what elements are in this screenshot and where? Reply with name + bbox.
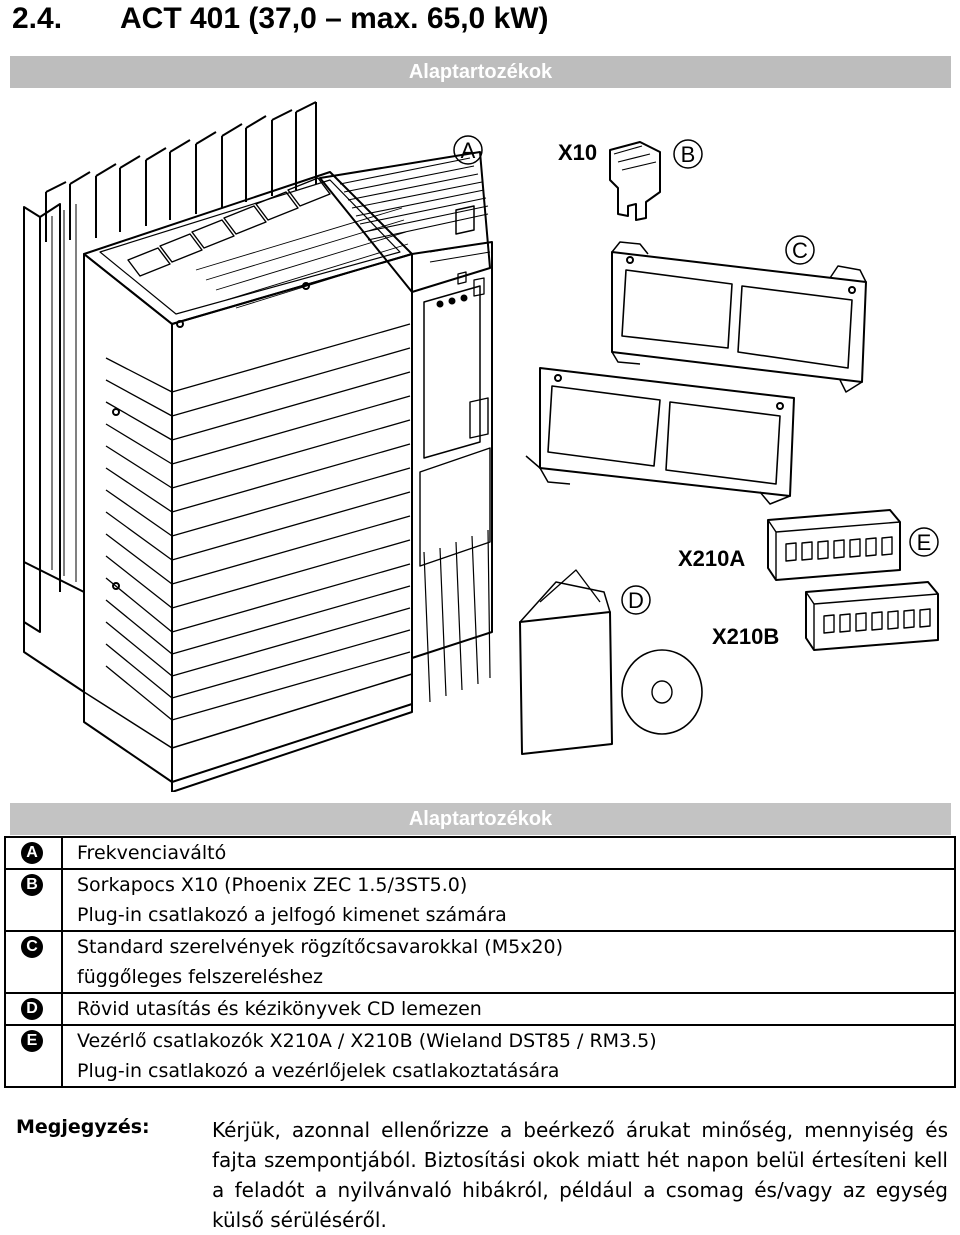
badge-b: B	[21, 874, 43, 896]
label-a-circle	[453, 135, 483, 165]
accessories-illustration: A X10 B C E X210A D X210B	[23, 101, 939, 792]
figure-label-e: E	[917, 530, 932, 555]
table-row: E Vezérlő csatlakozók X210A / X210B (Wie…	[4, 1024, 956, 1088]
accessory-line: Plug-in csatlakozó a jelfogó kimenet szá…	[77, 904, 507, 926]
label-c-circle	[785, 235, 815, 265]
badge-d: D	[21, 998, 43, 1020]
badge-e: E	[21, 1030, 43, 1052]
table-row: D Rövid utasítás és kézikönyvek CD lemez…	[4, 992, 956, 1026]
mounting-brackets-drawing	[525, 241, 867, 505]
section-title: ACT 401 (37,0 – max. 65,0 kW)	[120, 2, 549, 35]
table-row: A Frekvenciaváltó	[4, 836, 956, 870]
figure-label-x10: X10	[558, 140, 597, 165]
badge-c: C	[21, 936, 43, 958]
figure-label-x210b: X210B	[712, 624, 779, 649]
figure-label-c: C	[792, 238, 808, 263]
note-text: Kérjük, azonnal ellenőrizze a beérkező á…	[212, 1118, 948, 1232]
accessory-line: Frekvenciaváltó	[77, 842, 227, 864]
label-b-circle	[673, 139, 703, 169]
table-row: C Standard szerelvények rögzítőcsavarokk…	[4, 930, 956, 994]
note-label: Megjegyzés:	[16, 1116, 150, 1138]
badge-a: A	[21, 842, 43, 864]
label-d-circle	[621, 585, 651, 615]
figure-label-x210a: X210A	[678, 546, 745, 571]
accessory-line: Standard szerelvények rögzítőcsavarokkal…	[77, 936, 564, 958]
frequency-converter-drawing	[23, 101, 493, 792]
x10-plug-drawing	[609, 141, 661, 221]
manual-and-cd-drawing	[519, 569, 703, 755]
accessory-line: Vezérlő csatlakozók X210A / X210B (Wiela…	[77, 1030, 657, 1052]
figure-label-d: D	[628, 588, 644, 613]
table-row: B Sorkapocs X10 (Phoenix ZEC 1.5/3ST5.0)…	[4, 868, 956, 932]
accessories-table: A Frekvenciaváltó B Sorkapocs X10 (Phoen…	[4, 836, 956, 1088]
accessory-line: Sorkapocs X10 (Phoenix ZEC 1.5/3ST5.0)	[77, 874, 468, 896]
accessory-line: függőleges felszereléshez	[77, 966, 324, 988]
figure-label-a: A	[461, 138, 476, 163]
accessories-banner-top: Alaptartozékok	[10, 56, 951, 88]
accessory-line: Rövid utasítás és kézikönyvek CD lemezen	[77, 998, 482, 1020]
label-e-circle	[909, 527, 939, 557]
section-number: 2.4.	[12, 2, 63, 35]
figure-label-b: B	[681, 142, 696, 167]
accessories-banner-bottom: Alaptartozékok	[10, 803, 951, 835]
accessory-line: Plug-in csatlakozó a vezérlőjelek csatla…	[77, 1060, 560, 1082]
x210-connectors-drawing	[767, 509, 939, 651]
